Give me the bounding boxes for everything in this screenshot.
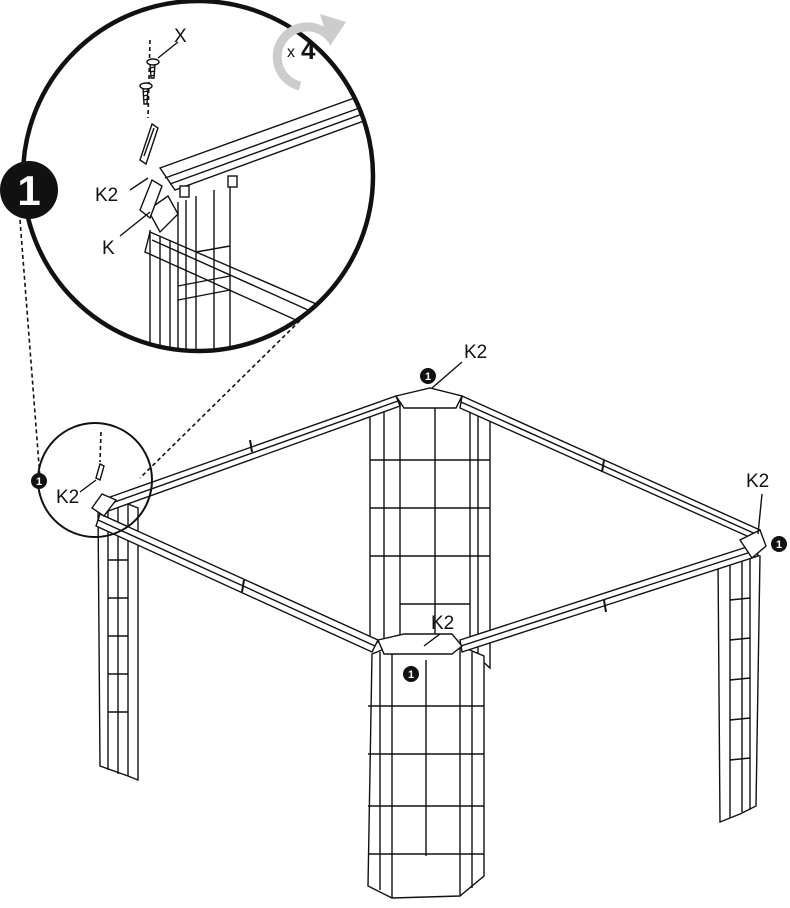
zoom-leader-left [19, 219, 41, 479]
part-label-x: X [174, 26, 187, 47]
zoom-detail: X K2 K [20, 0, 376, 354]
step-badge: 1 [0, 161, 58, 219]
callout-number: 1 [408, 669, 414, 681]
part-label-k2: K2 [95, 185, 118, 206]
callout-front: 1 K2 [403, 613, 454, 682]
callout-number: 1 [425, 371, 431, 383]
screw-icon [146, 58, 160, 79]
callout-right: 1 K2 [746, 471, 787, 552]
repeat-prefix: x [287, 44, 295, 61]
callout-left: 1 K2 [31, 473, 97, 508]
post-front [367, 645, 485, 899]
zoom-leader-right [139, 295, 326, 479]
callout-label: K2 [464, 342, 487, 363]
gazebo-frame [91, 387, 767, 899]
callout-label: K2 [56, 487, 79, 508]
screw-icon [139, 82, 153, 105]
callout-label: K2 [431, 613, 454, 634]
step-number: 1 [17, 167, 40, 214]
roof-beams [91, 387, 767, 655]
repeat-icon: x 4 [272, 14, 346, 91]
repeat-count: 4 [301, 35, 316, 65]
callout-number: 1 [36, 476, 42, 488]
post-back [369, 399, 491, 670]
post-right [717, 551, 761, 824]
callout-back: 1 K2 [420, 342, 487, 389]
callout-number: 1 [776, 539, 782, 551]
callout-label: K2 [746, 471, 769, 492]
part-label-k: K [102, 238, 115, 259]
